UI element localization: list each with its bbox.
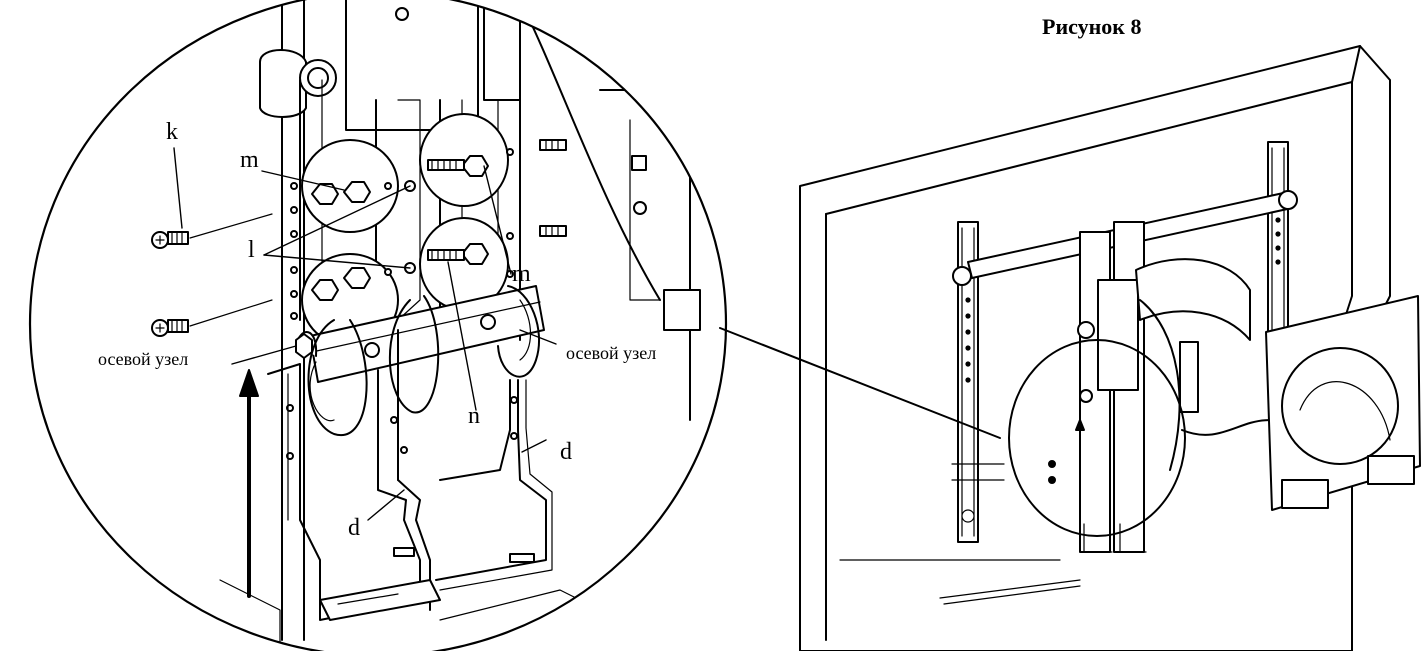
leader-lines: [173, 147, 557, 521]
threaded-studs: [427, 139, 567, 261]
pivot-rings: [307, 285, 541, 437]
rail-holes: [286, 148, 518, 460]
overview-center-brackets: [1077, 221, 1147, 553]
label-pivot-assembly-left: осевой узел: [98, 349, 189, 369]
label-pivot-assembly-right: осевой узел: [566, 343, 657, 363]
overview-swing-arm: [1135, 258, 1301, 471]
label-k-screw: k: [166, 119, 178, 145]
label-m-nut-right: m: [512, 261, 531, 287]
pivot-crossbar: [295, 285, 545, 383]
detail-magnifier-circle: [29, 0, 727, 656]
loose-screws-k: [151, 213, 273, 337]
mount-bracket-d: [219, 329, 581, 652]
label-n-stud: n: [468, 403, 480, 429]
detail-interior: [219, 0, 701, 652]
label-l-holes: l: [248, 237, 255, 263]
label-d-bracket-right: d: [560, 439, 572, 465]
upward-arrow: [239, 369, 259, 598]
overview-rail-holes: [961, 217, 1281, 523]
label-d-bracket-left: d: [348, 515, 360, 541]
label-m-nut-left: m: [240, 147, 259, 173]
overview-tv-adapter-plate: [1265, 295, 1421, 511]
overview-detail-callout: [719, 327, 1186, 537]
figure-title: Рисунок 8: [1042, 14, 1142, 39]
